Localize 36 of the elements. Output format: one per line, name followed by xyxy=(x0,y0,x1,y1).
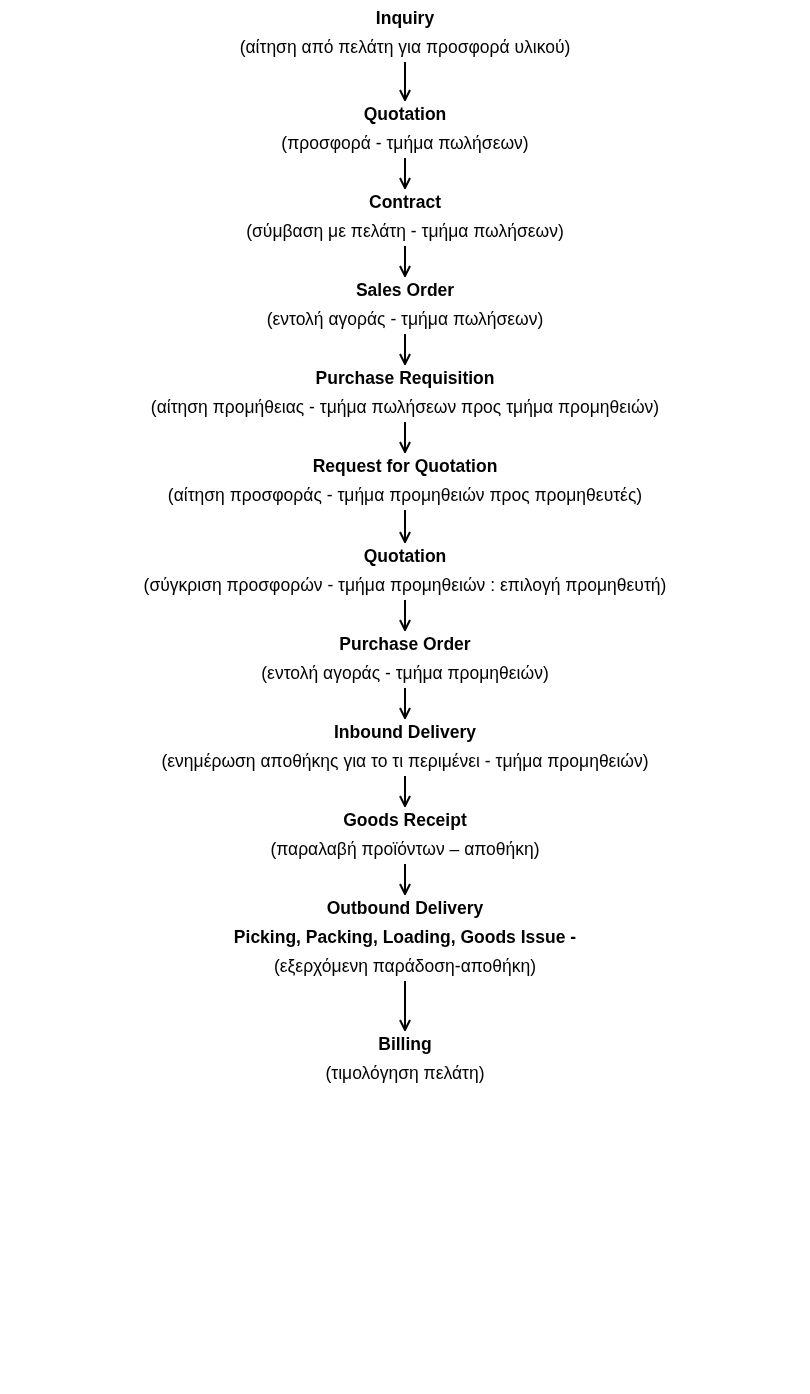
step-description: (παραλαβή προϊόντων – αποθήκη) xyxy=(270,839,540,859)
arrow xyxy=(399,599,411,631)
step-title: Goods Receipt xyxy=(343,810,467,830)
step-title: Outbound Delivery xyxy=(326,898,484,918)
arrow xyxy=(399,980,411,1031)
step-description: (τιμολόγηση πελάτη) xyxy=(325,1063,485,1083)
step-title: Contract xyxy=(369,192,441,212)
step-title: Purchase Order xyxy=(339,634,471,654)
step-title: Inquiry xyxy=(375,8,435,28)
step-title: Purchase Requisition xyxy=(315,368,495,388)
step-description: (αίτηση από πελάτη για προσφορά υλικού) xyxy=(239,37,571,57)
step-title: Request for Quotation xyxy=(312,456,498,476)
step-description: (εντολή αγοράς - τμήμα πωλήσεων) xyxy=(266,309,544,329)
arrow xyxy=(399,775,411,807)
arrow xyxy=(399,245,411,277)
step-title: Billing xyxy=(378,1034,432,1054)
arrow xyxy=(399,421,411,453)
step-description: (ενημέρωση αποθήκης για το τι περιμένει - τμήμα προμηθειών) xyxy=(161,751,649,771)
step-description: Picking, Packing, Loading, Goods Issue - xyxy=(233,927,577,947)
step-title: Quotation xyxy=(363,104,447,124)
step-description: (εξερχόμενη παράδοση-αποθήκη) xyxy=(273,956,537,976)
step-title: Inbound Delivery xyxy=(334,722,476,742)
arrow xyxy=(399,333,411,365)
step-description: (σύμβαση με πελάτη - τμήμα πωλήσεων) xyxy=(246,221,564,241)
arrow xyxy=(399,157,411,189)
step-title: Sales Order xyxy=(355,280,455,300)
step-description: (αίτηση προμήθειας - τμήμα πωλήσεων προς τμήμα προμηθειών) xyxy=(150,397,660,417)
step-title: Quotation xyxy=(363,546,447,566)
arrow xyxy=(399,61,411,101)
arrow xyxy=(399,687,411,719)
step-description: (εντολή αγοράς - τμήμα προμηθειών) xyxy=(261,663,549,683)
step-description: (σύγκριση προσφορών - τμήμα προμηθειών : επιλογή προμηθευτή) xyxy=(143,575,667,595)
arrow xyxy=(399,509,411,543)
step-description: (αίτηση προσφοράς - τμήμα προμηθειών προς προμηθευτές) xyxy=(167,485,643,505)
step-description: (προσφορά - τμήμα πωλήσεων) xyxy=(281,133,529,153)
arrow xyxy=(399,863,411,895)
